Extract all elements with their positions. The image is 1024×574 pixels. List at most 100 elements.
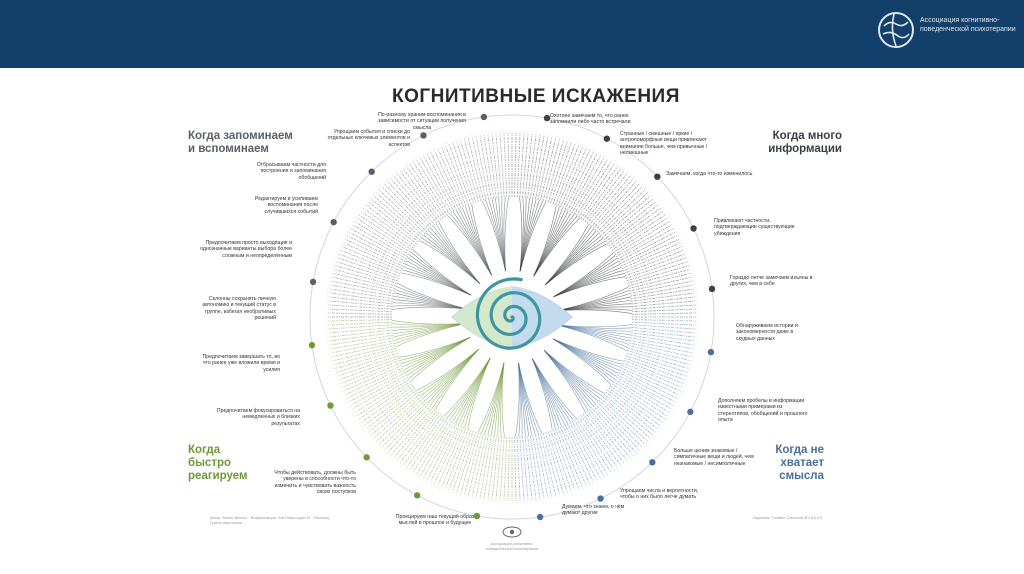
bias-ray xyxy=(332,277,394,291)
branch-line xyxy=(444,358,490,416)
bias-ray xyxy=(629,343,691,357)
bias-ray xyxy=(442,147,466,206)
bias-ray xyxy=(328,320,392,321)
branch-line xyxy=(400,337,470,360)
bias-ray xyxy=(417,160,450,215)
bias-ray xyxy=(576,418,610,472)
bias-ray xyxy=(615,379,670,412)
branch-line xyxy=(448,216,492,276)
bias-ray xyxy=(379,190,425,234)
branch-line xyxy=(553,339,611,385)
branch-line xyxy=(411,252,471,295)
credits-bottom-center: Ассоциация когнитивно-поведенческой псих… xyxy=(482,542,542,552)
quadrant-memory: Когда запоминаем и вспоминаем xyxy=(188,130,298,156)
bias-ray xyxy=(420,158,452,213)
bias-ray xyxy=(353,377,408,409)
bias-ray xyxy=(379,400,425,444)
bias-ray xyxy=(574,160,607,215)
branch-dot xyxy=(481,114,487,120)
branch-label: Обнаруживаем истории и закономерности да… xyxy=(736,323,814,342)
branch-label: Предпочитаем завершать то, во что ранее … xyxy=(198,354,280,373)
bias-ray xyxy=(541,138,556,200)
branch-label: Предпочитаем просто выходящие и однознач… xyxy=(198,240,292,259)
branch-line xyxy=(558,310,632,314)
quadrant-too-much-info: Когда много информации xyxy=(742,130,842,156)
bias-ray xyxy=(357,218,411,252)
branch-line xyxy=(518,363,532,435)
bias-ray xyxy=(616,225,671,257)
bias-ray xyxy=(328,309,392,312)
bias-ray xyxy=(572,421,604,476)
bias-ray xyxy=(599,400,645,444)
bias-ray xyxy=(595,184,639,230)
branch-label: Больше ценим знакомые / симпатичные вещи… xyxy=(674,448,756,467)
branch-line xyxy=(392,320,466,324)
bias-ray xyxy=(632,313,696,314)
bias-ray xyxy=(472,137,486,199)
bias-ray xyxy=(613,381,667,415)
bias-ray xyxy=(331,285,394,296)
branch-label: Охотнее замечаем то, что ранее запомнили… xyxy=(550,113,648,126)
branch-dot xyxy=(708,349,714,355)
bias-ray xyxy=(623,247,682,271)
bias-ray xyxy=(630,285,693,296)
bias-ray xyxy=(576,162,610,216)
bias-ray xyxy=(333,273,395,288)
bias-ray xyxy=(472,434,486,496)
branch-line xyxy=(413,249,471,295)
branch-line xyxy=(554,274,624,297)
bias-ray xyxy=(442,428,466,487)
branch-dot xyxy=(597,495,603,501)
branch-line xyxy=(515,363,519,437)
bias-ray xyxy=(342,363,401,387)
branch-label: Замечаем, когда что-то изменилось xyxy=(666,171,766,177)
bias-ray xyxy=(342,247,401,271)
bias-ray xyxy=(597,187,642,232)
bias-ray xyxy=(438,427,464,486)
bias-ray xyxy=(629,277,691,291)
bias-ray xyxy=(438,149,464,208)
bias-ray xyxy=(599,190,645,234)
bias-ray xyxy=(328,322,392,325)
bias-ray xyxy=(630,338,693,349)
bias-ray xyxy=(357,381,411,415)
bias-ray xyxy=(355,379,410,412)
bias-ray xyxy=(332,281,395,293)
bias-ray xyxy=(597,402,642,447)
branch-line xyxy=(469,205,492,275)
branch-line xyxy=(553,339,613,382)
bias-ray xyxy=(629,346,691,361)
branch-dot xyxy=(310,279,316,285)
branch-label: Упрощаем события и списки до отдельных к… xyxy=(320,129,410,148)
branch-dot xyxy=(330,219,336,225)
bias-ray xyxy=(508,133,509,197)
branch-label: Думаем, что знаем, о чём думают другие xyxy=(562,504,630,517)
branch-line xyxy=(520,198,529,271)
bias-ray xyxy=(508,437,509,501)
branch-dot xyxy=(363,454,369,460)
branch-line xyxy=(545,241,605,285)
branch-label: Предпочитаем фокусироваться на немедленн… xyxy=(214,408,300,427)
bias-ray xyxy=(622,243,681,269)
branch-line xyxy=(447,358,490,418)
branch-dot xyxy=(420,132,426,138)
bias-ray xyxy=(480,435,491,498)
bias-ray xyxy=(630,281,693,293)
branch-label: Редактируем и усиливаем воспоминания пос… xyxy=(236,196,318,215)
branch-dot xyxy=(604,135,610,141)
bias-ray xyxy=(504,133,507,197)
quadrant-not-enough-meaning: Когда не хватает смысла xyxy=(762,444,824,483)
bias-ray xyxy=(538,434,552,496)
credits-right: Лицензия: Creative Commons BY-SA 4.0 xyxy=(712,516,822,521)
bias-ray xyxy=(504,437,507,501)
bias-ray xyxy=(328,313,392,314)
bias-ray xyxy=(535,137,547,200)
bias-ray xyxy=(630,340,693,352)
branch-line xyxy=(558,297,630,311)
bias-ray xyxy=(468,138,483,200)
bias-ray xyxy=(574,420,607,475)
bias-ray xyxy=(376,193,423,236)
bias-ray xyxy=(385,404,429,450)
branch-label: Чтобы действовать, должны быть уверены в… xyxy=(266,470,356,496)
branch-dot xyxy=(690,225,696,231)
